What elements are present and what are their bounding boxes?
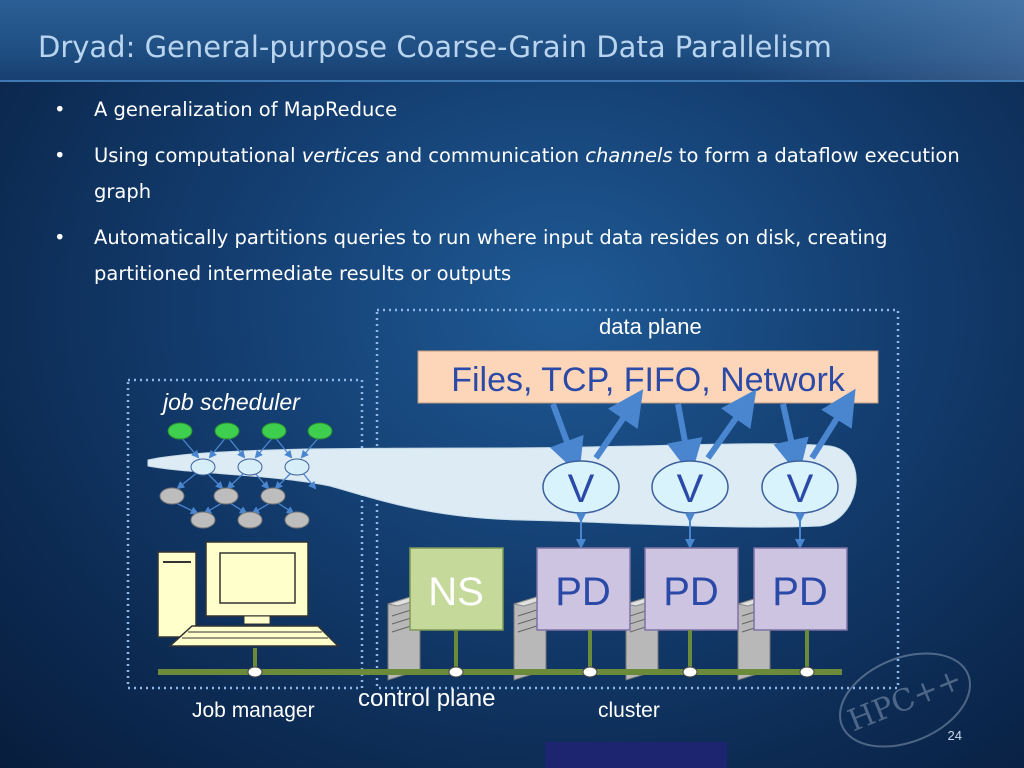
arrow-from-v3	[809, 388, 856, 460]
ns-box	[409, 547, 504, 631]
job-graph-middle-nodes	[190, 458, 310, 476]
bullet-list: • A generalization of MapReduce • Using com…	[50, 92, 960, 302]
network-box-label: Files, TCP, FIFO, Network	[451, 361, 846, 399]
bullet-text: and communication	[379, 144, 586, 167]
job-manager-label: Job manager	[192, 699, 315, 722]
data-plane-label: data plane	[599, 314, 702, 339]
arrow-from-v2	[705, 389, 757, 460]
job-graph-lower-nodes	[159, 487, 310, 529]
job-scheduler-label: job scheduler	[163, 389, 300, 415]
pd-box-3	[753, 547, 848, 631]
vertex-3-label: V	[787, 467, 814, 511]
cluster-label: cluster	[598, 699, 660, 722]
arrow-to-v1	[549, 402, 584, 475]
bullet-dot-icon: •	[54, 226, 66, 249]
job-scheduler-boundary	[126, 378, 364, 690]
pd-box-3-label: PD	[772, 570, 828, 614]
bullet-dot-icon: •	[54, 98, 66, 121]
arrow-from-v1	[593, 389, 644, 460]
pd-box-1-label: PD	[555, 570, 611, 614]
page-number: 24	[947, 728, 962, 743]
bus-nodes	[247, 666, 815, 678]
bullet-text: to form a dataflow execution graph	[94, 144, 960, 203]
pd-box-1	[536, 547, 631, 631]
control-plane-label: control plane	[358, 685, 496, 712]
bullet-item: • A generalization of MapReduce	[50, 92, 960, 128]
bullet-item: • Automatically partitions queries to run…	[50, 220, 960, 292]
bullet-text: Using computational	[94, 144, 302, 167]
job-graph-input-nodes	[167, 422, 333, 440]
slide-title: Dryad: General-purpose Coarse-Grain Data…	[38, 30, 832, 64]
bullet-text: channels	[585, 144, 673, 167]
vertex-2-label: V	[677, 467, 704, 511]
network-box	[417, 350, 879, 404]
title-band	[0, 0, 1024, 82]
bullet-text: vertices	[301, 144, 380, 167]
arrow-to-v3	[773, 403, 809, 476]
vertex-1-label: V	[568, 467, 595, 511]
bullet-dot-icon: •	[54, 144, 66, 167]
hpc-watermark-logo: HPC++	[839, 652, 971, 748]
arrow-to-v2	[667, 403, 703, 476]
pd-box-2-label: PD	[663, 570, 719, 614]
ns-box-label: NS	[428, 570, 484, 614]
bullet-item: • Using computational vertices and commun…	[50, 138, 960, 210]
bullet-text: Automatically partitions queries to run …	[94, 226, 888, 285]
job-graph-edges	[175, 435, 321, 515]
bottom-bar-decoration	[545, 742, 727, 768]
bullet-text: A generalization of MapReduce	[94, 98, 398, 121]
title-decoration	[734, 0, 1024, 80]
computer-icon	[157, 541, 340, 647]
